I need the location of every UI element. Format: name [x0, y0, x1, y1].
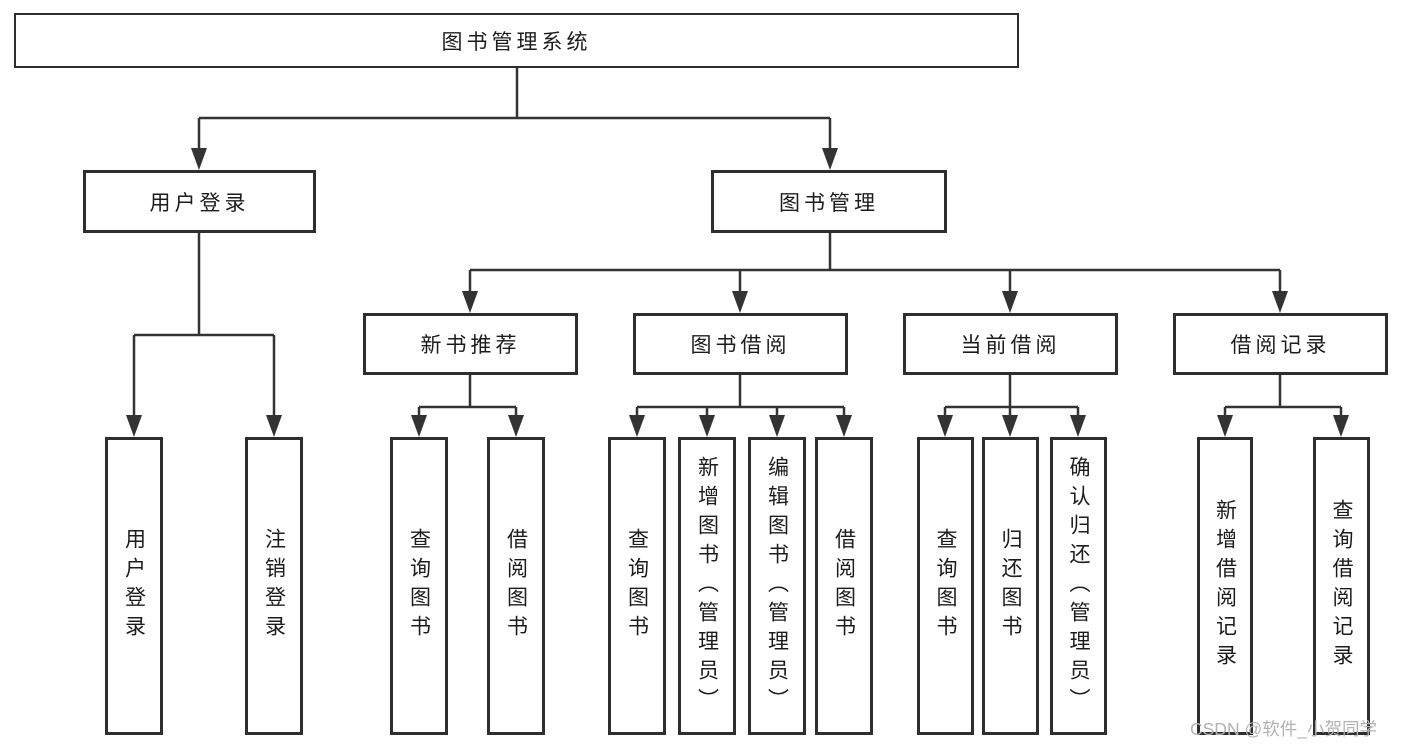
node-label: 查询图书 [625, 528, 649, 644]
node-current-borrow: 当前借阅 [903, 313, 1118, 375]
arrow-down-icon [769, 415, 785, 437]
arrow-down-icon [191, 148, 207, 170]
arrow-down-icon [1272, 291, 1288, 313]
node-label: 注销登录 [262, 528, 286, 644]
node-book-borrow: 图书借阅 [633, 313, 848, 375]
node-borrow-records: 借阅记录 [1173, 313, 1388, 375]
arrow-down-icon [1002, 415, 1018, 437]
leaf-return-books: 归还图书 [982, 437, 1039, 735]
connector-paths [132, 68, 1343, 417]
arrow-down-icon [699, 415, 715, 437]
arrow-down-icon [411, 415, 427, 437]
node-user-login: 用户登录 [83, 170, 316, 233]
node-label: 图书借阅 [690, 334, 791, 357]
arrow-down-icon [508, 415, 524, 437]
node-label: 查询图书 [407, 528, 431, 644]
leaf-query-borrow-record: 查询借阅记录 [1313, 437, 1370, 735]
arrow-down-icon [1002, 291, 1018, 313]
node-label: 新增图书（管理员） [695, 455, 719, 717]
leaf-borrow-books: 借阅图书 [815, 437, 873, 735]
arrow-down-icon [732, 291, 748, 313]
node-label: 图书管理系统 [441, 30, 592, 54]
leaf-user-login: 用户登录 [105, 437, 163, 735]
arrow-down-icon [462, 291, 478, 313]
node-label: 用户登录 [122, 528, 146, 644]
leaf-current-query-books: 查询图书 [917, 437, 974, 735]
node-new-book-recommend: 新书推荐 [363, 313, 578, 375]
leaf-add-borrow-record: 新增借阅记录 [1197, 437, 1253, 735]
node-book-management: 图书管理 [711, 170, 947, 233]
node-label: 用户登录 [149, 191, 250, 215]
node-label: 新增借阅记录 [1213, 499, 1237, 673]
node-label: 借阅记录 [1230, 334, 1331, 357]
arrow-down-icon [822, 148, 838, 170]
leaf-borrow-query-books: 查询图书 [608, 437, 666, 735]
arrow-down-icon [1070, 415, 1086, 437]
node-label: 编辑图书（管理员） [765, 455, 789, 717]
node-label: 借阅图书 [832, 528, 856, 644]
arrow-down-icon [836, 415, 852, 437]
node-label: 查询借阅记录 [1330, 499, 1353, 673]
node-label: 查询图书 [934, 528, 957, 644]
leaf-add-books-admin: 新增图书（管理员） [678, 437, 736, 735]
leaf-logout: 注销登录 [245, 437, 303, 735]
node-label: 借阅图书 [504, 528, 528, 644]
arrow-down-icon [629, 415, 645, 437]
arrow-down-icon [266, 415, 282, 437]
arrow-down-icon [126, 415, 142, 437]
arrow-down-icon [937, 415, 953, 437]
node-label: 确认归还（管理员） [1067, 455, 1090, 717]
arrowheads [126, 148, 1349, 437]
node-label: 归还图书 [999, 528, 1022, 644]
node-label: 新书推荐 [420, 334, 521, 357]
arrow-down-icon [1333, 415, 1349, 437]
leaf-newrec-borrow-books: 借阅图书 [487, 437, 545, 735]
leaf-newrec-query-books: 查询图书 [390, 437, 448, 735]
node-label: 当前借阅 [960, 334, 1061, 357]
leaf-confirm-return-admin: 确认归还（管理员） [1050, 437, 1107, 735]
arrow-down-icon [1217, 415, 1233, 437]
node-label: 图书管理 [779, 191, 879, 215]
node-library-management-system: 图书管理系统 [14, 13, 1019, 68]
leaf-edit-books-admin: 编辑图书（管理员） [748, 437, 806, 735]
